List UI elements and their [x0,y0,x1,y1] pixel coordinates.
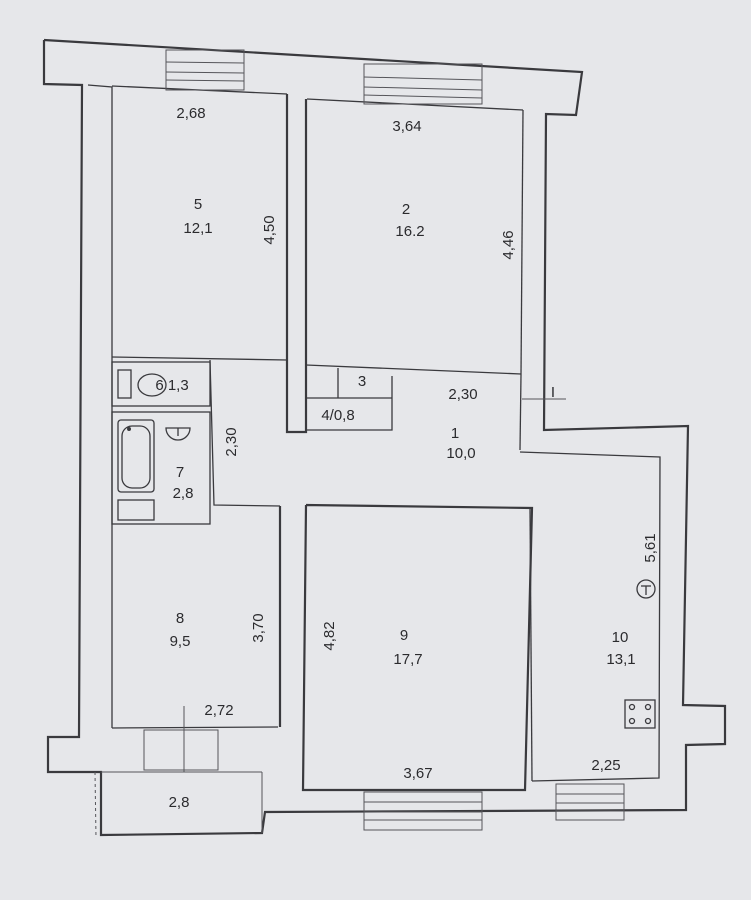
room-8-width: 2,72 [204,702,233,719]
room-6-label: 6 1,3 [155,377,188,394]
room-9-area: 17,7 [393,651,422,668]
room-7-number: 7 [176,464,184,481]
section-mark-label: I [551,384,555,401]
windows [143,49,625,831]
room-2-area: 16.2 [395,223,424,240]
room-5-depth: 4,50 [261,215,278,244]
room-4-label: 4/0,8 [321,407,354,424]
stove-icon [624,699,656,729]
sink-icon [117,427,191,521]
interior-walls [111,94,534,792]
room-5-width: 2,68 [176,105,205,122]
balcony-width: 2,8 [169,794,190,811]
room-10-width: 2,25 [591,757,620,774]
room-9-number: 9 [400,627,408,644]
room-1-number: 1 [451,425,459,442]
room-1-depth: 2,30 [223,427,240,456]
sink-icon [636,579,656,599]
room-8-number: 8 [176,610,184,627]
room-1-width: 2,30 [448,386,477,403]
room-2-number: 2 [402,201,410,218]
room-9-depth: 4,82 [321,621,338,650]
room-2-width: 3,64 [392,118,421,135]
room-3-number: 3 [358,373,366,390]
room-9-width: 3,67 [403,765,432,782]
room-8-depth: 3,70 [250,613,267,642]
room-10-depth: 5,61 [642,533,659,562]
bathtub-icon [117,419,155,493]
room-8-area: 9,5 [170,633,191,650]
toilet-icon [117,369,167,399]
room-2-depth: 4,46 [500,230,517,259]
balcony [94,706,263,839]
room-5-area: 12,1 [183,220,212,237]
room-7-area: 2,8 [173,485,194,502]
outer-walls [42,38,727,837]
room-1-area: 10,0 [446,445,475,462]
room-5-number: 5 [194,196,202,213]
room-10-area: 13,1 [606,651,635,668]
room-10-number: 10 [612,629,629,646]
